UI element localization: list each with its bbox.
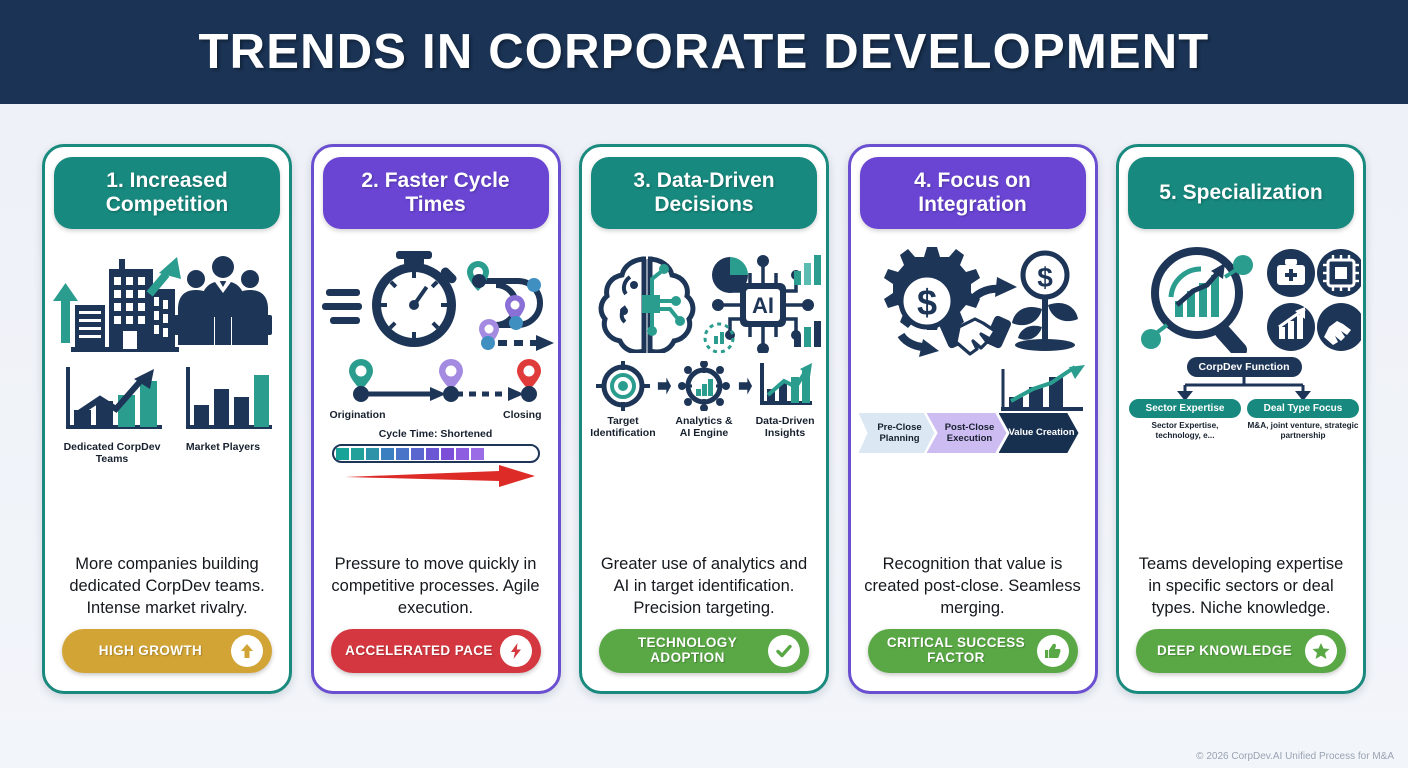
card-2-body: Pressure to move quickly in competitive … (331, 554, 540, 617)
tree-branch-2-label: Deal Type Focus (1247, 399, 1359, 418)
cycle-time-progress-bar (331, 444, 540, 464)
page-title: Trends in Corporate Development (198, 25, 1210, 79)
target-icon (595, 361, 650, 411)
tree-branch-2-caption: M&A, joint venture, strategic partnershi… (1247, 421, 1359, 440)
card-header-1: 1. Increased Competition (54, 157, 280, 229)
ai-engine-gear-icon (678, 361, 730, 411)
step-2-label: Analytics & AI Engine (675, 415, 733, 440)
flow-step-2-label: Post-Close Execution (944, 421, 995, 444)
arrow-right-icon (657, 377, 672, 395)
flow-step-value-creation: Value Creation (998, 413, 1079, 453)
tree-connectors (1177, 377, 1311, 401)
brain-and-ai-chip-icon: AI (598, 255, 821, 353)
badge-critical-success-factor[interactable]: CRITICAL SUCCESS FACTOR (867, 629, 1078, 673)
card-data-driven-decisions[interactable]: 3. Data-Driven Decisions (579, 144, 829, 694)
tree-branch-1-caption: Sector Expertise, technology, e... (1151, 421, 1219, 440)
card-header-2: 2. Faster Cycle Times (322, 157, 549, 229)
badge-accelerated-pace[interactable]: ACCELERATED PACE (330, 629, 541, 673)
card-title-5: 5. Specialization (1159, 181, 1323, 205)
integration-flow: Pre-Close Planning Post-Close Execution … (858, 365, 1093, 453)
card-header-5: 5. Specialization (1128, 157, 1354, 229)
card-1-body: More companies building dedicated CorpDe… (69, 554, 265, 617)
chart-1-label: Dedicated CorpDev Teams (63, 441, 161, 466)
card-3-artwork: AI (590, 243, 821, 439)
card-header-3: 3. Data-Driven Decisions (591, 157, 817, 229)
buildings-and-people-icon (53, 256, 272, 352)
corpdev-tree: CorpDev Function Sector Expertise Sector… (1127, 357, 1361, 441)
card-3-body: Greater use of analytics and AI in targe… (600, 554, 808, 617)
step-analytics-ai-engine: Analytics & AI Engine (671, 361, 737, 439)
chart-dedicated-corpdev-teams: Dedicated CorpDev Teams (58, 363, 166, 465)
card-header-4: 4. Focus on Integration (859, 157, 1086, 229)
check-circle-icon (768, 635, 800, 667)
tree-branch-1-label: Sector Expertise (1129, 399, 1241, 418)
magnifier-and-sector-icons (1141, 247, 1361, 353)
card-title-2: 2. Faster Cycle Times (361, 169, 510, 216)
badge-3-label: TECHNOLOGY ADOPTION (637, 635, 738, 665)
badge-5-label: DEEP KNOWLEDGE (1156, 642, 1293, 658)
thumbs-up-icon (1036, 635, 1069, 667)
badge-high-growth[interactable]: HIGH GROWTH (62, 629, 272, 673)
ai-chip-label: AI (752, 293, 774, 318)
step-data-driven-insights: Data-Driven Insights (752, 361, 818, 439)
star-circle-icon (1305, 635, 1337, 667)
insights-chart-icon (760, 363, 813, 405)
arrow-up-icon (231, 635, 263, 667)
card-increased-competition[interactable]: 1. Increased Competition (42, 144, 292, 694)
flow-step-pre-close: Pre-Close Planning (858, 413, 935, 453)
flow-step-1-label: Pre-Close Planning (877, 421, 922, 444)
timeline-end-label: Closing (503, 409, 542, 421)
arrow-right-icon-2 (738, 377, 753, 395)
copyright-note: © 2026 CorpDev.AI Unified Process for M&… (1196, 751, 1394, 762)
page-header: Trends in Corporate Development (0, 0, 1408, 104)
flow-step-post-close: Post-Close Execution (926, 413, 1007, 453)
stopwatch-and-path-icon (321, 251, 554, 351)
speed-arrow-icon (344, 465, 535, 488)
tree-root-node: CorpDev Function (1186, 357, 1302, 377)
step-target-identification: Target Identification (590, 361, 656, 439)
cards-board: 1. Increased Competition (0, 104, 1408, 768)
card-1-artwork: Dedicated CorpDev Teams Market Players (53, 243, 281, 465)
card-4-body: Recognition that value is created post-c… (864, 554, 1081, 617)
svg-text:$: $ (916, 282, 936, 323)
card-title-3: 3. Data-Driven Decisions (633, 169, 775, 216)
badge-technology-adoption[interactable]: TECHNOLOGY ADOPTION (599, 629, 809, 673)
card-focus-on-integration[interactable]: 4. Focus on Integration $ (847, 144, 1098, 694)
badge-2-label: ACCELERATED PACE (345, 642, 493, 658)
step-1-label: Target Identification (590, 415, 656, 440)
svg-text:$: $ (1037, 262, 1053, 293)
chart-2-label: Market Players (185, 441, 261, 453)
card-4-artwork: $ $ (858, 243, 1087, 453)
timeline-start-label: Origination (329, 409, 386, 421)
card-faster-cycle-times[interactable]: 2. Faster Cycle Times (310, 144, 561, 694)
badge-deep-knowledge[interactable]: DEEP KNOWLEDGE (1136, 629, 1346, 673)
card-5-body: Teams developing expertise in specific s… (1138, 554, 1344, 617)
step-3-label: Data-Driven Insights (755, 415, 815, 440)
card-specialization[interactable]: 5. Specialization (1116, 144, 1366, 694)
lightning-bolt-icon (499, 635, 532, 667)
chart-market-players: Market Players (178, 363, 276, 453)
card-title-4: 4. Focus on Integration (914, 169, 1031, 216)
badge-1-label: HIGH GROWTH (98, 642, 203, 658)
card-title-1: 1. Increased Competition (105, 169, 229, 216)
gear-handshake-growth-icon: $ $ (883, 247, 1078, 357)
cycle-time-progress-label: Cycle Time: Shortened (378, 428, 493, 441)
value-growth-chart-icon (1000, 365, 1085, 411)
card-2-artwork: Origination Closing Cycle Time: Shortene… (321, 243, 554, 488)
card-5-artwork: CorpDev Function Sector Expertise Sector… (1127, 243, 1361, 441)
deal-timeline-icon (348, 359, 541, 402)
flow-step-3-label: Value Creation (1008, 427, 1075, 439)
badge-4-label: CRITICAL SUCCESS FACTOR (886, 635, 1026, 665)
